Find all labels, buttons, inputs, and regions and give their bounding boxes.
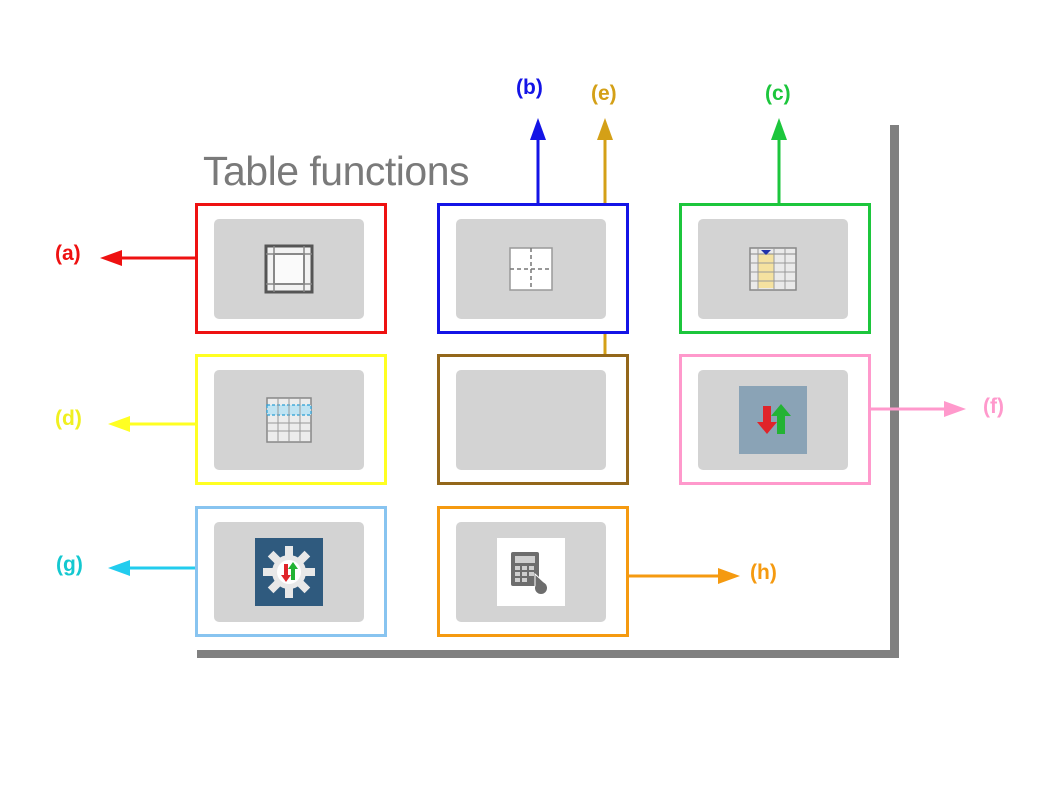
- callout-label-e: (e): [591, 82, 617, 105]
- callout-label-h: (h): [750, 561, 777, 584]
- frame-c: [679, 203, 871, 334]
- frame-e: [437, 354, 629, 485]
- calculate-button[interactable]: [456, 522, 606, 622]
- callout-label-f: (f): [983, 395, 1004, 418]
- table-column-select-button[interactable]: [698, 219, 848, 319]
- table-row-select-icon: [266, 397, 312, 443]
- panel-title: Table functions: [203, 148, 470, 194]
- settings-gear-sort-icon: [255, 538, 323, 606]
- arrowhead-d: [108, 416, 130, 432]
- sort-button[interactable]: [698, 370, 848, 470]
- panel-shadow-right: [890, 125, 899, 658]
- frame-f: [679, 354, 871, 485]
- callout-label-c: (c): [765, 82, 791, 105]
- frame-b: [437, 203, 629, 334]
- callout-label-a: (a): [55, 242, 81, 265]
- arrowhead-h: [718, 568, 740, 584]
- frame-h: [437, 506, 629, 637]
- frame-a: [195, 203, 387, 334]
- arrowhead-g: [108, 560, 130, 576]
- sort-settings-button[interactable]: [214, 522, 364, 622]
- arrowhead-e: [597, 118, 613, 140]
- table-column-select-icon: [749, 247, 797, 291]
- arrowhead-f: [944, 401, 966, 417]
- frame-d: [195, 354, 387, 485]
- table-split-button[interactable]: [456, 219, 606, 319]
- sort-arrows-icon: [739, 386, 807, 454]
- table-borders-icon: [264, 244, 314, 294]
- callout-label-d: (d): [55, 407, 82, 430]
- table-borders-button[interactable]: [214, 219, 364, 319]
- callout-label-b: (b): [516, 76, 543, 99]
- table-split-icon: [509, 247, 553, 291]
- arrowhead-a: [100, 250, 122, 266]
- panel-shadow-bottom: [197, 650, 899, 658]
- calculator-click-icon: [497, 538, 565, 606]
- callout-label-g: (g): [56, 553, 83, 576]
- arrowhead-c: [771, 118, 787, 140]
- table-row-select-button[interactable]: [214, 370, 364, 470]
- arrowhead-b: [530, 118, 546, 140]
- blank-function-button[interactable]: [456, 370, 606, 470]
- frame-g: [195, 506, 387, 637]
